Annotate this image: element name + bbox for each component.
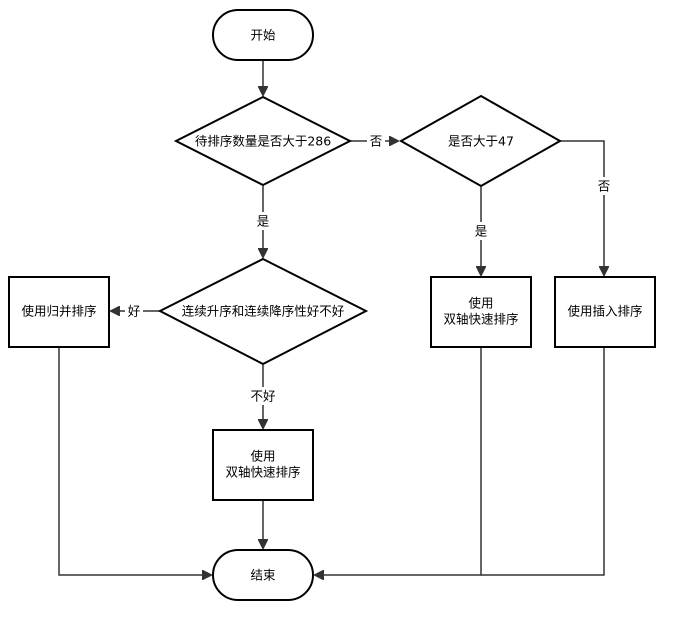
node-end-label: 结束 bbox=[250, 568, 276, 583]
edge-labels: 否 是 是 否 好 不好 bbox=[125, 132, 613, 405]
node-insertion-sort: 使用插入排序 bbox=[554, 276, 656, 348]
node-insertion-sort-label: 使用插入排序 bbox=[567, 304, 642, 319]
edge-insertion-to-end bbox=[481, 347, 605, 576]
node-dual-pivot-2: 使用 双轴快速排序 bbox=[212, 429, 314, 501]
node-decision-286: 待排序数量是否大于286 bbox=[173, 95, 353, 187]
edge-label-not-good: 不好 bbox=[250, 389, 275, 404]
edge-label-no-286: 否 bbox=[370, 134, 383, 149]
edge-label-good: 好 bbox=[128, 304, 141, 319]
node-dual-pivot-1-line1: 使用 bbox=[468, 296, 493, 311]
node-decision-47: 是否大于47 bbox=[398, 94, 563, 188]
node-start: 开始 bbox=[212, 9, 314, 61]
node-decision-ordered-label: 连续升序和连续降序性好不好 bbox=[182, 304, 345, 319]
node-merge-sort-label: 使用归并排序 bbox=[21, 304, 96, 319]
edge-label-no-47: 否 bbox=[598, 179, 611, 194]
node-start-label: 开始 bbox=[250, 28, 276, 43]
node-dual-pivot-1-line2: 双轴快速排序 bbox=[443, 312, 518, 327]
edge-merge-to-end bbox=[58, 347, 211, 575]
node-merge-sort: 使用归并排序 bbox=[8, 276, 110, 348]
node-dual-pivot-1: 使用 双轴快速排序 bbox=[430, 276, 532, 348]
node-decision-47-label: 是否大于47 bbox=[448, 134, 514, 149]
node-end: 结束 bbox=[212, 549, 314, 601]
edge-label-yes-286: 是 bbox=[257, 214, 270, 229]
node-decision-ordered: 连续升序和连续降序性好不好 bbox=[157, 257, 369, 366]
edge-dual-pivot-1-to-end bbox=[315, 347, 482, 575]
node-decision-286-label: 待排序数量是否大于286 bbox=[195, 134, 331, 149]
edge-decision-47-no bbox=[560, 140, 604, 275]
node-dual-pivot-2-line1: 使用 bbox=[250, 449, 275, 464]
edge-label-yes-47: 是 bbox=[475, 224, 488, 239]
node-dual-pivot-2-line2: 双轴快速排序 bbox=[225, 465, 300, 480]
